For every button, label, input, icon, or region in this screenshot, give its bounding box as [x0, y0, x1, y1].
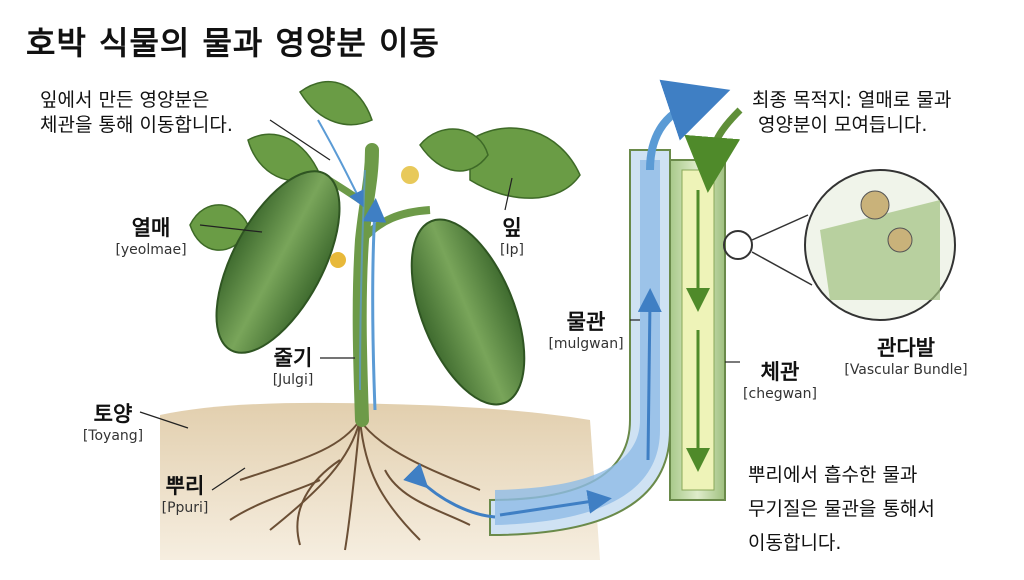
- flower-bud: [401, 166, 419, 184]
- label-stem: 줄기 [Julgi]: [258, 342, 328, 388]
- root-note: 뿌리에서 흡수한 물과 무기질은 물관을 통해서 이동합니다.: [748, 458, 935, 560]
- label-bundle-ko: 관다발: [877, 336, 935, 360]
- soil-area: [160, 402, 600, 560]
- label-phloem-ro: [chegwan]: [743, 386, 817, 402]
- label-xylem-ro: [mulgwan]: [548, 336, 624, 352]
- leaf-note: 잎에서 만든 영양분은 체관을 통해 이동합니다.: [40, 88, 233, 138]
- fruit-right: [410, 218, 526, 406]
- destination-note: 최종 목적지: 열매로 물과 영양분이 모여듭니다.: [752, 88, 951, 138]
- label-root-ro: [Ppuri]: [161, 500, 209, 516]
- label-stem-ko: 줄기: [273, 346, 313, 370]
- label-leaf-ko: 잎: [502, 216, 522, 240]
- label-leaf: 잎 [Ip]: [482, 212, 542, 258]
- diagram-title: 호박 식물의 물과 영양분 이동: [26, 24, 440, 62]
- leaf-note-line-2: 체관을 통해 이동합니다.: [40, 114, 233, 136]
- label-vascular-bundle: 관다발 [Vascular Bundle]: [828, 332, 984, 378]
- label-leaf-ro: [Ip]: [500, 242, 524, 258]
- label-root: 뿌리 [Ppuri]: [150, 470, 220, 516]
- zoom-source-marker: [723, 230, 753, 260]
- label-root-ko: 뿌리: [165, 474, 205, 498]
- label-fruit-ko: 열매: [131, 216, 171, 240]
- label-soil-ro: [Toyang]: [82, 428, 144, 444]
- roots: [229, 419, 481, 551]
- label-phloem-ko: 체관: [760, 360, 800, 384]
- label-xylem: 물관 [mulgwan]: [538, 306, 634, 352]
- label-soil: 토양 [Toyang]: [68, 398, 158, 444]
- leader-lines: [139, 119, 740, 491]
- root-note-line-3: 이동합니다.: [748, 532, 842, 554]
- label-xylem-ko: 물관: [566, 310, 606, 334]
- root-note-line-2: 무기질은 물관을 통해서: [748, 498, 935, 520]
- label-phloem: 체관 [chegwan]: [732, 356, 828, 402]
- label-fruit: 열매 [yeolmae]: [96, 212, 206, 258]
- destination-note-line-2: 영양분이 모여듭니다.: [758, 114, 928, 136]
- destination-note-line-1: 최종 목적지: 열매로 물과: [752, 89, 952, 111]
- label-soil-ko: 토양: [93, 402, 133, 426]
- leaf-note-line-1: 잎에서 만든 영양분은: [40, 89, 210, 111]
- flower: [330, 252, 346, 268]
- fruit-left: [215, 170, 341, 354]
- root-note-line-1: 뿌리에서 흡수한 물과: [748, 464, 918, 486]
- label-stem-ro: [Julgi]: [272, 372, 314, 388]
- label-fruit-ro: [yeolmae]: [115, 242, 187, 258]
- label-bundle-ro: [Vascular Bundle]: [844, 362, 968, 378]
